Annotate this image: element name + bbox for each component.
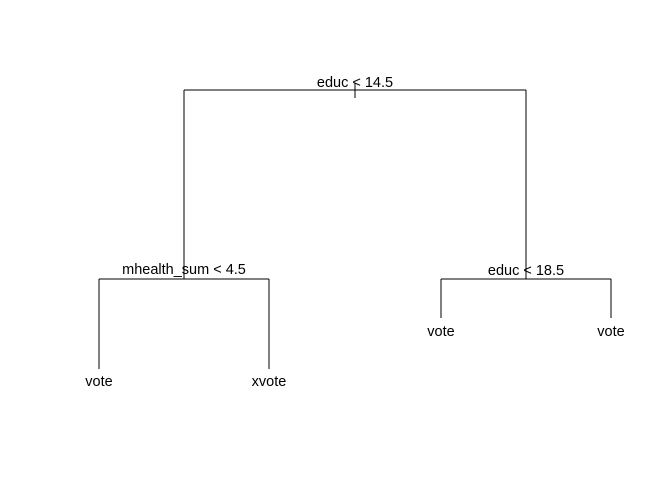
- leaf-label: vote: [85, 374, 112, 390]
- root-split-label: educ < 14.5: [317, 75, 393, 91]
- left-split-node: mhealth_sum < 4.5: [98, 262, 270, 369]
- leaf-label: vote: [427, 324, 454, 340]
- left-split-label: mhealth_sum < 4.5: [122, 262, 246, 278]
- root-split-node: educ < 14.5: [183, 75, 527, 279]
- leaf-label: vote: [597, 324, 624, 340]
- right-split-label: educ < 18.5: [488, 263, 564, 279]
- leaf-label: xvote: [252, 374, 287, 390]
- right-split-node: educ < 18.5: [440, 263, 612, 318]
